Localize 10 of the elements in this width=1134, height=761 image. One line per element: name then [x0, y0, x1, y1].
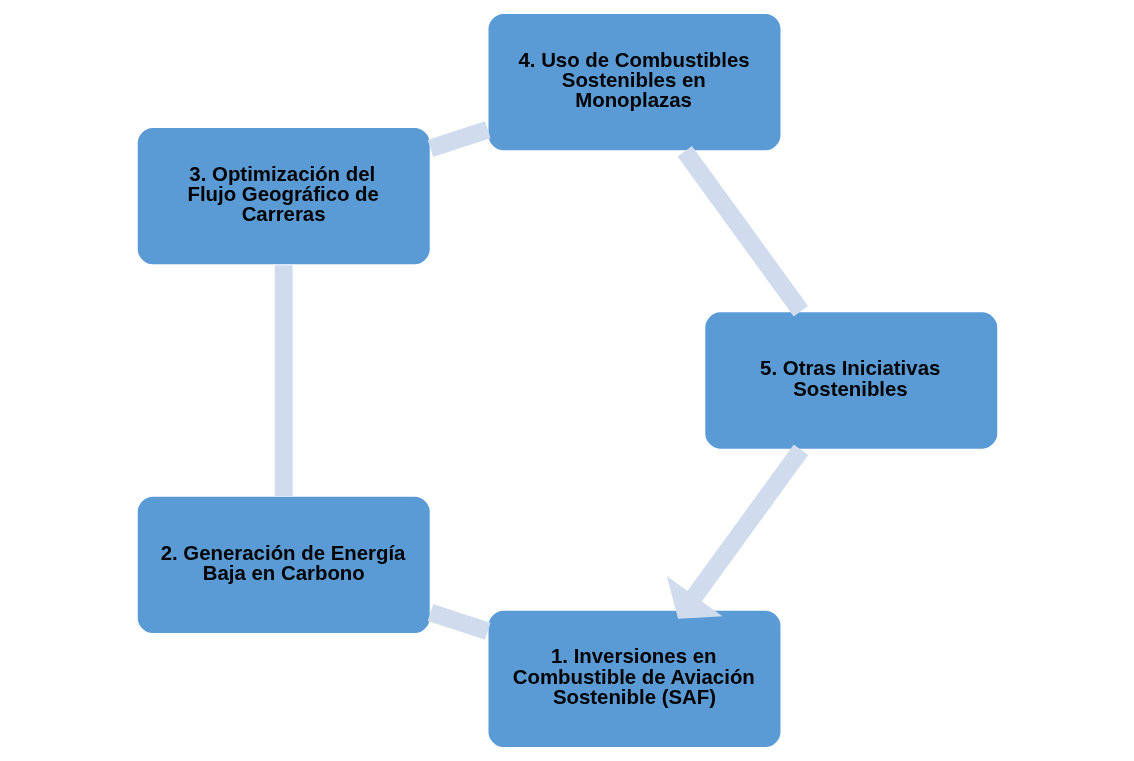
- connector: [677, 146, 808, 317]
- node-box: 4. Uso de Combustibles Sostenibles en Monoplazas: [486, 12, 782, 152]
- arrow: [666, 444, 808, 619]
- node-box: 1. Inversiones en Combustible de Aviación Sostenible (SAF): [486, 609, 782, 749]
- node-box: 2. Generación de Energía Baja en Carbono: [135, 495, 431, 635]
- node-box: 3. Optimización del Flujo Geográfico de Carreras: [135, 126, 431, 266]
- connector: [427, 604, 491, 640]
- node-box: 5. Otras Iniciativas Sostenibles: [703, 311, 999, 450]
- connector: [274, 265, 293, 496]
- connector: [427, 121, 491, 157]
